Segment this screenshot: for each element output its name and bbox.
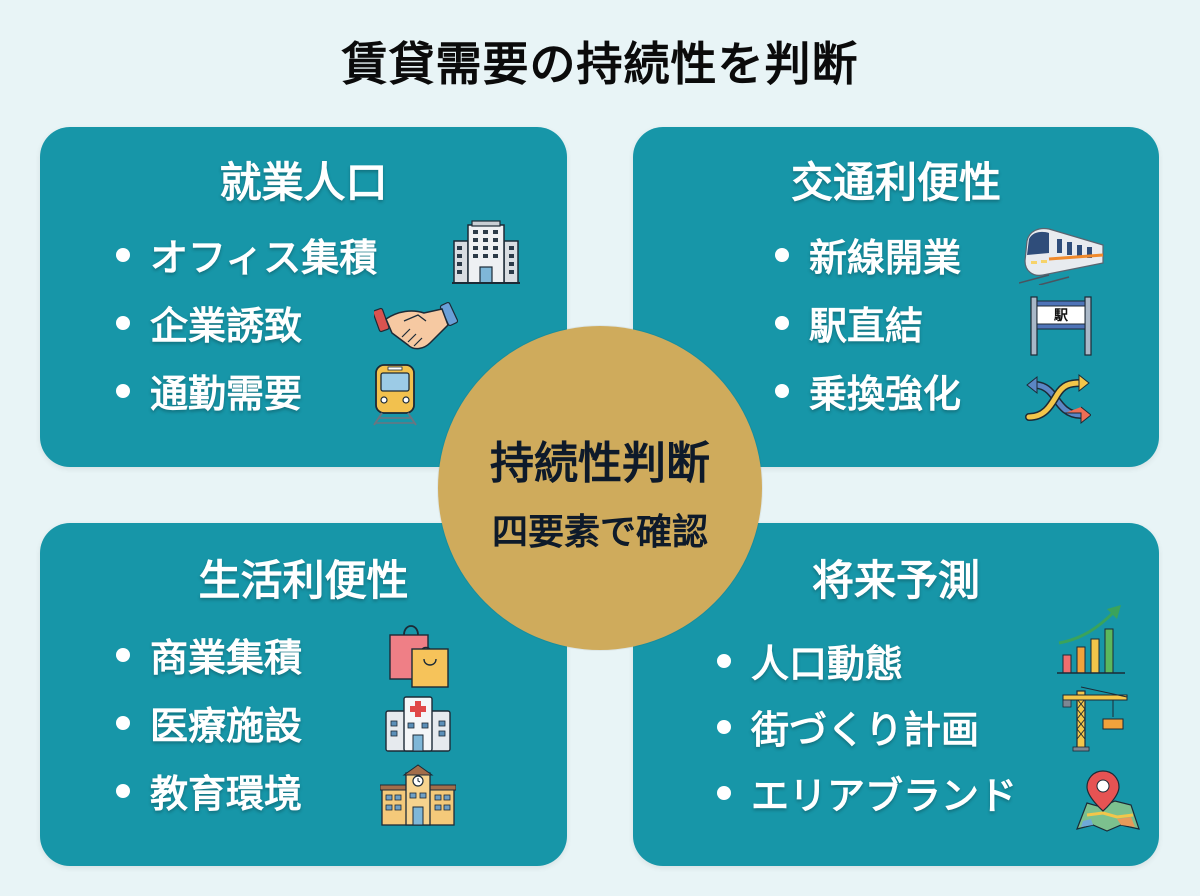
list-item: 商業集積 [116, 627, 302, 682]
card-title: 就業人口 [219, 158, 388, 207]
item-label: 通勤需要 [150, 372, 303, 416]
page-title: 賃貸需要の持続性を判断 [341, 37, 859, 91]
card-title: 生活利便性 [198, 556, 409, 605]
list-item: エリアブランド [717, 765, 1017, 820]
bullet [116, 383, 130, 398]
station-sign-icon: 駅 [1030, 296, 1092, 356]
list-item: 医療施設 [116, 695, 302, 750]
bullet [775, 315, 789, 330]
center-title: 持続性判断 [490, 438, 710, 489]
bullet [116, 647, 130, 662]
item-label: 乗換強化 [809, 372, 962, 416]
hospital-icon [385, 696, 451, 752]
list-item: 新線開業 [775, 227, 961, 282]
card-living-convenience: 生活利便性 商業集積 医療施設 教育環境 [40, 523, 567, 866]
school-icon [380, 764, 456, 826]
item-label: 人口動態 [751, 642, 904, 686]
list-item: 人口動態 [717, 633, 903, 688]
bullet [116, 715, 130, 730]
item-label: オフィス集積 [150, 236, 378, 280]
shopping-bags-icon [389, 625, 449, 688]
list-item: 通勤需要 [116, 363, 302, 418]
item-label: 医療施設 [150, 704, 303, 748]
commuter-train-icon [1019, 227, 1104, 285]
item-label: 新線開業 [809, 236, 962, 280]
item-label: 街づくり計画 [751, 708, 980, 752]
bullet [717, 785, 731, 800]
item-label: 教育環境 [150, 772, 303, 816]
item-label: エリアブランド [751, 774, 1018, 818]
crane-icon [1062, 686, 1128, 752]
office-building-icon [452, 220, 520, 284]
center-circle: 持続性判断 四要素で確認 [438, 326, 762, 650]
item-label: 駅直結 [809, 304, 924, 348]
list-item: 駅直結 [775, 295, 923, 350]
list-item: 街づくり計画 [717, 699, 979, 754]
svg-text:駅: 駅 [1054, 308, 1069, 324]
item-label: 企業誘致 [150, 304, 303, 348]
train-front-icon [373, 364, 417, 426]
handshake-icon [374, 301, 458, 350]
list-item: 企業誘致 [116, 295, 302, 350]
card-title: 将来予測 [811, 556, 980, 605]
item-label: 商業集積 [150, 636, 303, 680]
transfer-arrows-icon [1025, 373, 1091, 425]
list-item: オフィス集積 [116, 227, 377, 282]
bullet [717, 653, 731, 668]
bullet [775, 383, 789, 398]
bullet [116, 247, 130, 262]
growth-chart-icon [1057, 605, 1125, 674]
card-title: 交通利便性 [790, 158, 1001, 207]
map-pin-icon [1076, 770, 1140, 832]
bullet [775, 247, 789, 262]
list-item: 教育環境 [116, 763, 302, 818]
bullet [116, 783, 130, 798]
list-item: 乗換強化 [775, 363, 961, 418]
bullet [116, 315, 130, 330]
center-subtitle: 四要素で確認 [491, 512, 708, 553]
card-employment-population: 就業人口 オフィス集積 企業誘致 通勤需要 [40, 127, 567, 467]
bullet [717, 719, 731, 734]
